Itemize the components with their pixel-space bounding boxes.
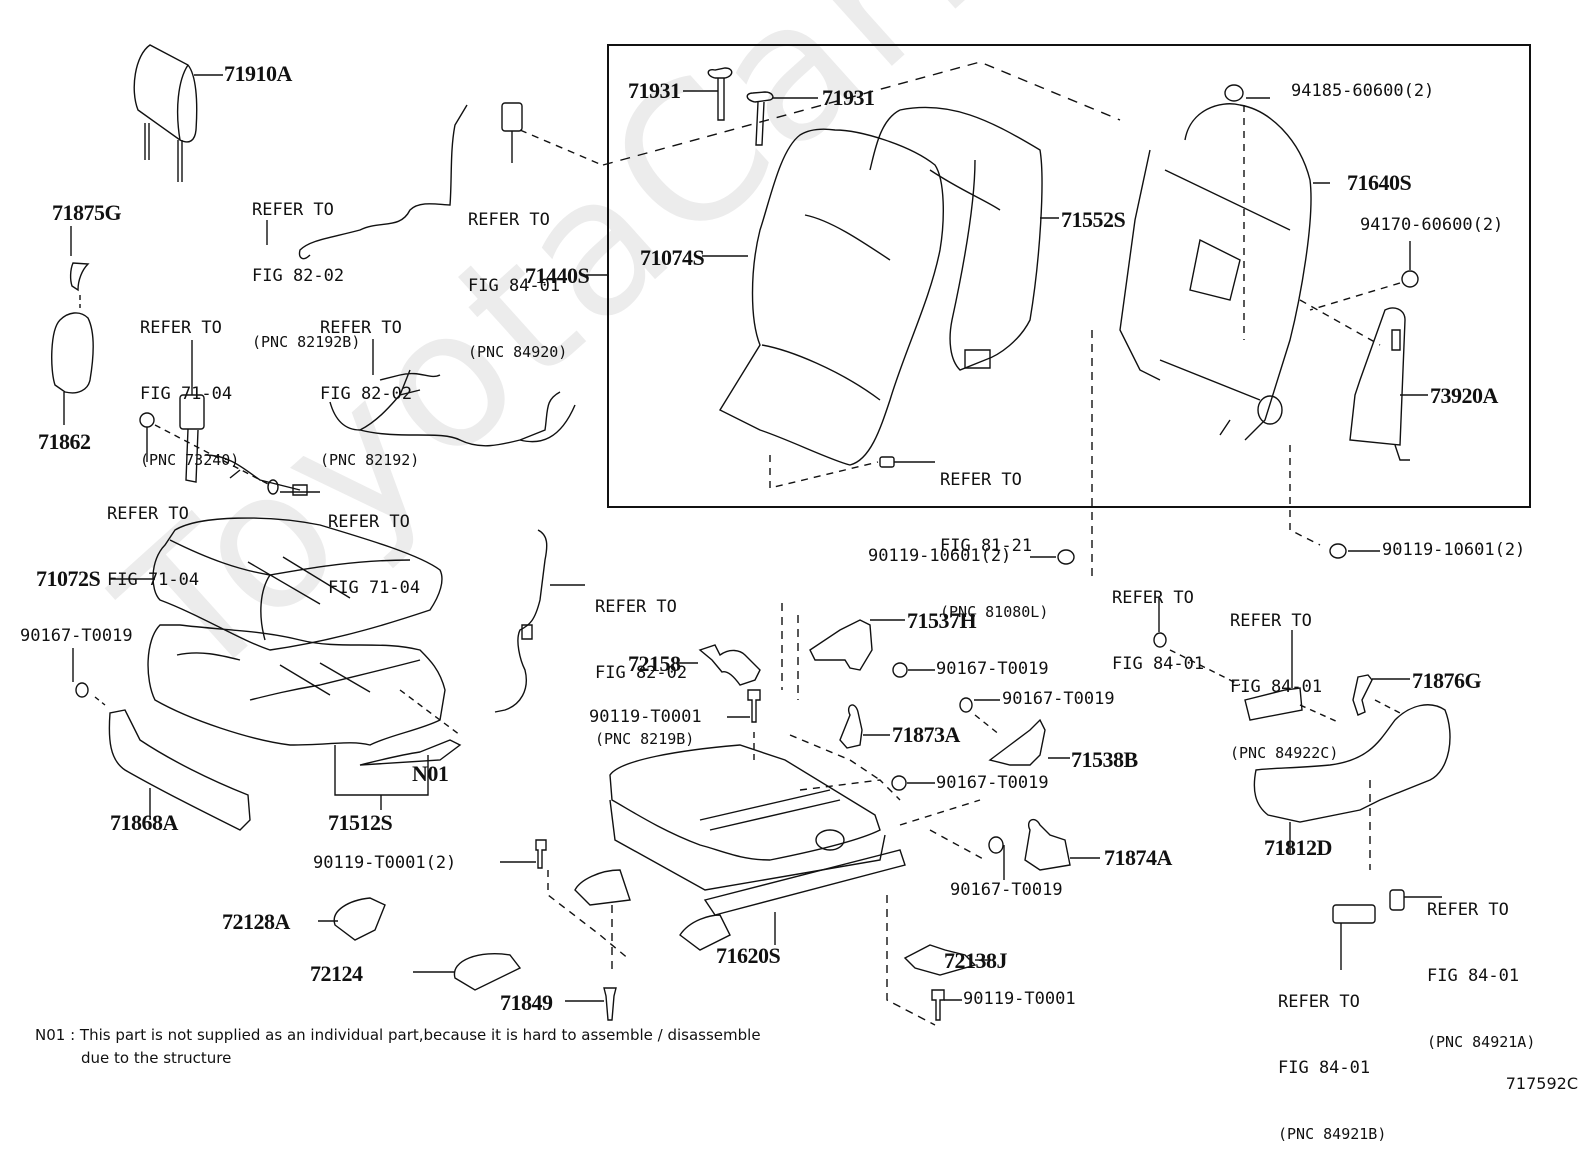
cushion-cover-71072s-drawing <box>153 518 442 650</box>
part-label-90119-t0001-2[interactable]: 90119-T0001(2) <box>313 853 457 873</box>
adjuster-71620s-drawing <box>575 745 905 950</box>
bezel-71875g-drawing <box>71 263 88 290</box>
part-label-71538b[interactable]: 71538B <box>1071 747 1138 772</box>
part-label-71862[interactable]: 71862 <box>38 429 91 454</box>
switch-84922c-drawing <box>1245 688 1302 720</box>
refer-to-fig-84-01-84921a[interactable]: REFER TO FIG 84-01 (PNC 84921A) <box>1427 900 1536 1051</box>
part-label-71876g[interactable]: 71876G <box>1412 668 1482 693</box>
refer-to-fig-84-01-plain[interactable]: REFER TO FIG 84-01 <box>1112 588 1205 674</box>
back-pad-71552s-drawing <box>870 107 1042 370</box>
part-label-72128a[interactable]: 72128A <box>222 909 290 934</box>
refer-to-fig-84-01-84922c[interactable]: REFER TO FIG 84-01 (PNC 84922C) <box>1230 611 1339 762</box>
part-label-90167-t0019-71874a[interactable]: 90167-T0019 <box>950 880 1063 900</box>
bolt-t0001-lower-drawing <box>932 990 944 1020</box>
cover-72158-drawing <box>700 645 760 685</box>
refer-to-fig-71-04-b[interactable]: REFER TO FIG 71-04 <box>328 512 421 598</box>
part-label-71868a[interactable]: 71868A <box>110 810 178 835</box>
connector-84920-drawing <box>502 103 522 131</box>
clip-71931-right-drawing <box>747 92 773 145</box>
part-label-90119-10601-right[interactable]: 90119-10601(2) <box>1382 540 1526 560</box>
knob-84921a-drawing <box>1390 890 1404 910</box>
part-label-71874a[interactable]: 71874A <box>1104 845 1172 870</box>
part-label-71849[interactable]: 71849 <box>500 990 553 1015</box>
seatback-group-box <box>608 45 1530 507</box>
refer-to-fig-82-02-82192b[interactable]: REFER TO FIG 82-02 (PNC 82192B) <box>252 200 361 351</box>
part-label-71931-left[interactable]: 71931 <box>628 78 681 103</box>
part-label-71640s[interactable]: 71640S <box>1347 170 1412 195</box>
part-label-72124[interactable]: 72124 <box>310 961 363 986</box>
headrest-drawing <box>134 45 223 182</box>
cover-71862-drawing <box>52 313 93 393</box>
hook-71873a-drawing <box>840 705 862 748</box>
clip-71849-drawing <box>604 988 616 1020</box>
parts-diagram <box>0 0 1592 1099</box>
part-label-71812d[interactable]: 71812D <box>1264 835 1332 860</box>
part-label-90167-t0019-71538b[interactable]: 90167-T0019 <box>1002 689 1115 709</box>
part-label-90119-t0001-upper[interactable]: 90119-T0001 <box>589 707 702 727</box>
figure-id: 717592C <box>1505 1074 1578 1093</box>
part-label-94185-60600[interactable]: 94185-60600(2) <box>1291 81 1435 101</box>
back-cover-71074s-drawing <box>720 129 943 465</box>
back-frame-71640s-drawing <box>1120 104 1311 440</box>
part-label-71910a[interactable]: 71910A <box>224 61 292 86</box>
part-label-71875g[interactable]: 71875G <box>52 200 122 225</box>
hook-71537h-drawing <box>810 620 872 670</box>
n01-wire-drawing <box>360 740 460 765</box>
hook-71538b-drawing <box>990 720 1045 765</box>
part-label-n01[interactable]: N01 <box>412 761 449 786</box>
part-label-90167-t0019-left[interactable]: 90167-T0019 <box>20 626 133 646</box>
part-label-71873a[interactable]: 71873A <box>892 722 960 747</box>
bolt-t0001-upper-drawing <box>748 690 760 722</box>
bezel-71876g-drawing <box>1353 675 1372 715</box>
part-label-73920a[interactable]: 73920A <box>1430 383 1498 408</box>
buckle-drawing <box>180 340 307 495</box>
shield-71812d-drawing <box>1254 705 1450 822</box>
bolt-t0001-2-drawing <box>536 840 546 868</box>
refer-to-fig-82-02-82192[interactable]: REFER TO FIG 82-02 (PNC 82192) <box>320 318 420 469</box>
cover-72138j-drawing <box>905 945 975 975</box>
part-label-71072s[interactable]: 71072S <box>36 566 101 591</box>
part-label-94170-60600[interactable]: 94170-60600(2) <box>1360 215 1504 235</box>
harness-8219b-drawing <box>495 530 547 712</box>
refer-to-fig-84-01-84920[interactable]: REFER TO FIG 84-01 (PNC 84920) <box>468 210 568 361</box>
refer-to-fig-71-04-73240[interactable]: REFER TO FIG 71-04 (PNC 73240) <box>140 318 240 469</box>
part-label-90167-t0019-71537h[interactable]: 90167-T0019 <box>936 659 1049 679</box>
part-label-71537h[interactable]: 71537H <box>907 608 977 633</box>
part-label-71931-right[interactable]: 71931 <box>822 85 875 110</box>
footnote-code: N01 : <box>35 1026 76 1044</box>
connector-81080l-drawing <box>880 457 894 467</box>
group-label-71440s[interactable]: 71440S <box>525 263 590 288</box>
refer-to-fig-84-01-84921b[interactable]: REFER TO FIG 84-01 (PNC 84921B) <box>1278 992 1387 1143</box>
part-label-71620s[interactable]: 71620S <box>716 943 781 968</box>
part-label-90119-t0001-lower[interactable]: 90119-T0001 <box>963 989 1076 1009</box>
cover-72124-drawing <box>454 954 520 990</box>
refer-to-fig-81-21-81080l[interactable]: REFER TO FIG 81-21 (PNC 81080L) <box>940 470 1049 621</box>
clip-71931-left-drawing <box>708 68 732 120</box>
part-label-72158[interactable]: 72158 <box>628 651 681 676</box>
knob-84921b-drawing <box>1333 905 1375 923</box>
harness-82192b-drawing <box>300 105 467 259</box>
harness-82192-drawing <box>330 370 575 446</box>
part-label-90167-t0019-71873a[interactable]: 90167-T0019 <box>936 773 1049 793</box>
footnote-text-line2: due to the structure <box>81 1049 232 1067</box>
cushion-pad-71512s-drawing <box>148 625 445 745</box>
hook-71874a-drawing <box>1025 820 1070 870</box>
part-label-71074s[interactable]: 71074S <box>640 245 705 270</box>
cover-72128a-drawing <box>334 898 385 940</box>
airbag-73920a-drawing <box>1350 308 1405 445</box>
shield-71868a-drawing <box>109 710 250 830</box>
refer-to-fig-82-02-8219b[interactable]: REFER TO FIG 82-02 (PNC 8219B) <box>595 597 695 748</box>
part-label-72138j[interactable]: 72138J <box>944 948 1008 973</box>
part-label-90119-10601-left[interactable]: 90119-10601(2) <box>868 546 1012 566</box>
part-label-71512s[interactable]: 71512S <box>328 810 393 835</box>
part-label-71552s[interactable]: 71552S <box>1061 207 1126 232</box>
refer-to-fig-71-04-a[interactable]: REFER TO FIG 71-04 <box>107 504 200 590</box>
footnote-n01: N01 : This part is not supplied as an in… <box>35 1024 761 1070</box>
footnote-text-line1: This part is not supplied as an individu… <box>79 1026 761 1044</box>
